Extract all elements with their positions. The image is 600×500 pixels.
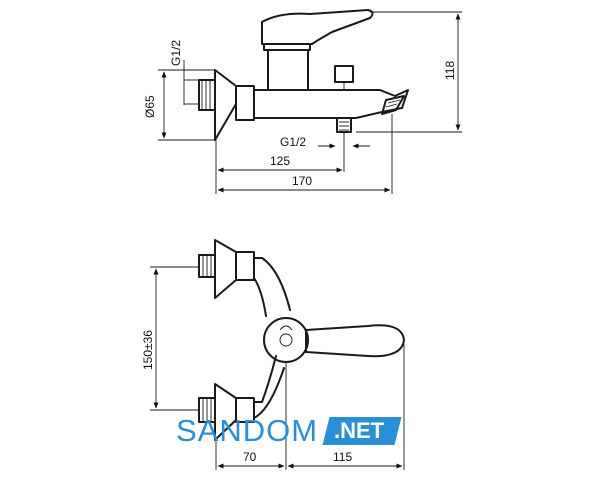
top-nut-lower [235, 397, 255, 423]
side-body [253, 89, 409, 119]
dim-diameter: Ø65 [143, 95, 157, 118]
dim-offset-right: 115 [333, 450, 352, 464]
dim-thread-bottom: G1/2 [280, 135, 306, 149]
side-spout-outlet [381, 95, 405, 115]
watermark: SANDOM .NET [176, 413, 402, 448]
watermark-domain-badge: .NET [322, 417, 402, 445]
dim-height: 118 [443, 61, 457, 80]
dim-offset-left: 70 [243, 450, 257, 464]
watermark-domain: .NET [334, 418, 385, 443]
watermark-name: SANDOM [176, 413, 319, 448]
side-thread-connector [198, 79, 216, 111]
top-nut-upper [235, 251, 255, 281]
top-lever-handle [305, 324, 405, 358]
side-lever-handle [261, 9, 374, 45]
dim-spacing: 150±36 [141, 330, 155, 370]
side-escutcheon [214, 69, 237, 141]
top-escutcheon-upper [214, 239, 237, 299]
dim-thread-top: G1/2 [169, 40, 183, 66]
side-diverter-knob [334, 65, 354, 83]
side-handle-column [267, 49, 309, 91]
dim-spout-length: 125 [270, 154, 290, 168]
top-center-body [263, 317, 309, 363]
top-arm-upper [253, 257, 291, 311]
dim-total-length: 170 [292, 174, 312, 188]
side-view: G1/2 Ø65 118 G1/2 125 170 [143, 9, 462, 194]
top-arm-lower [253, 355, 277, 403]
side-nut [235, 85, 255, 121]
top-view: 150±36 70 115 [141, 239, 405, 470]
